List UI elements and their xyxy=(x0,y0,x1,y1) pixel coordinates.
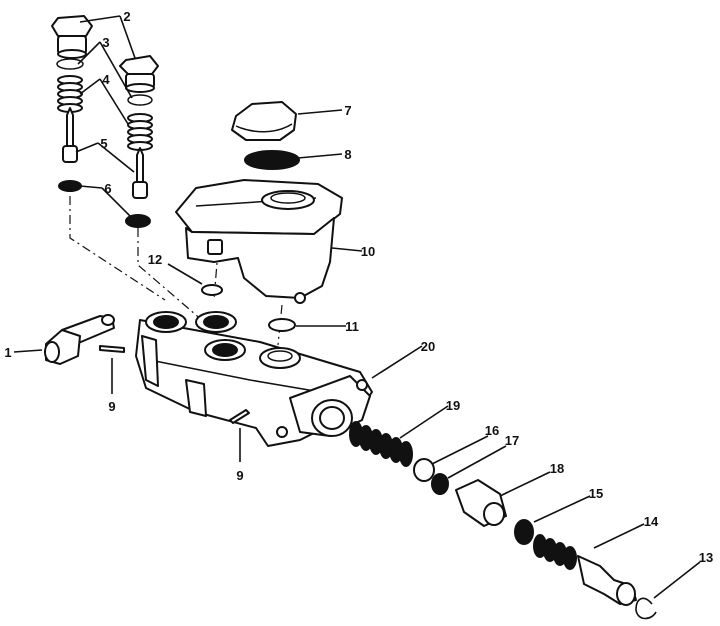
callout-c8: 8 xyxy=(344,147,351,162)
piston-o-ring xyxy=(514,519,534,545)
right-port-fitting-stack xyxy=(119,55,159,228)
reservoir-diaphragm xyxy=(244,150,300,170)
callout-c19: 19 xyxy=(446,398,460,413)
spring-retainer xyxy=(413,458,435,482)
callout-c12: 12 xyxy=(148,252,162,267)
callout-c14: 14 xyxy=(644,514,659,529)
grommet-small xyxy=(201,284,223,296)
left-port-fitting-stack xyxy=(51,15,93,192)
callout-c9a: 9 xyxy=(108,399,115,414)
callout-c17: 17 xyxy=(505,433,519,448)
callout-c13: 13 xyxy=(699,550,713,565)
primary-piston xyxy=(533,534,637,606)
roll-pin-left xyxy=(99,345,125,353)
fluid-reservoir xyxy=(175,179,343,304)
callout-c20: 20 xyxy=(421,339,435,354)
callout-c11: 11 xyxy=(345,319,359,334)
roll-pin-right xyxy=(229,409,250,424)
callout-c1: 1 xyxy=(4,345,11,360)
callout-c2: 2 xyxy=(123,9,130,24)
secondary-piston xyxy=(455,479,507,527)
secondary-seal xyxy=(431,473,449,495)
callout-c9b: 9 xyxy=(236,468,243,483)
callout-c6: 6 xyxy=(104,181,111,196)
callout-c5: 5 xyxy=(100,136,107,151)
grommet-large xyxy=(268,318,296,332)
callout-c10: 10 xyxy=(361,244,375,259)
snap-ring xyxy=(635,597,657,620)
callout-c18: 18 xyxy=(550,461,564,476)
inlet-fitting xyxy=(44,314,115,365)
callout-c7: 7 xyxy=(344,103,351,118)
callout-c15: 15 xyxy=(589,486,603,501)
callout-c4: 4 xyxy=(102,72,110,87)
callout-c3: 3 xyxy=(102,35,109,50)
master-cylinder-body xyxy=(135,311,373,447)
leader-lines xyxy=(13,15,701,599)
reservoir-cap xyxy=(231,101,297,141)
callout-c16: 16 xyxy=(485,423,499,438)
secondary-spring xyxy=(349,421,413,467)
